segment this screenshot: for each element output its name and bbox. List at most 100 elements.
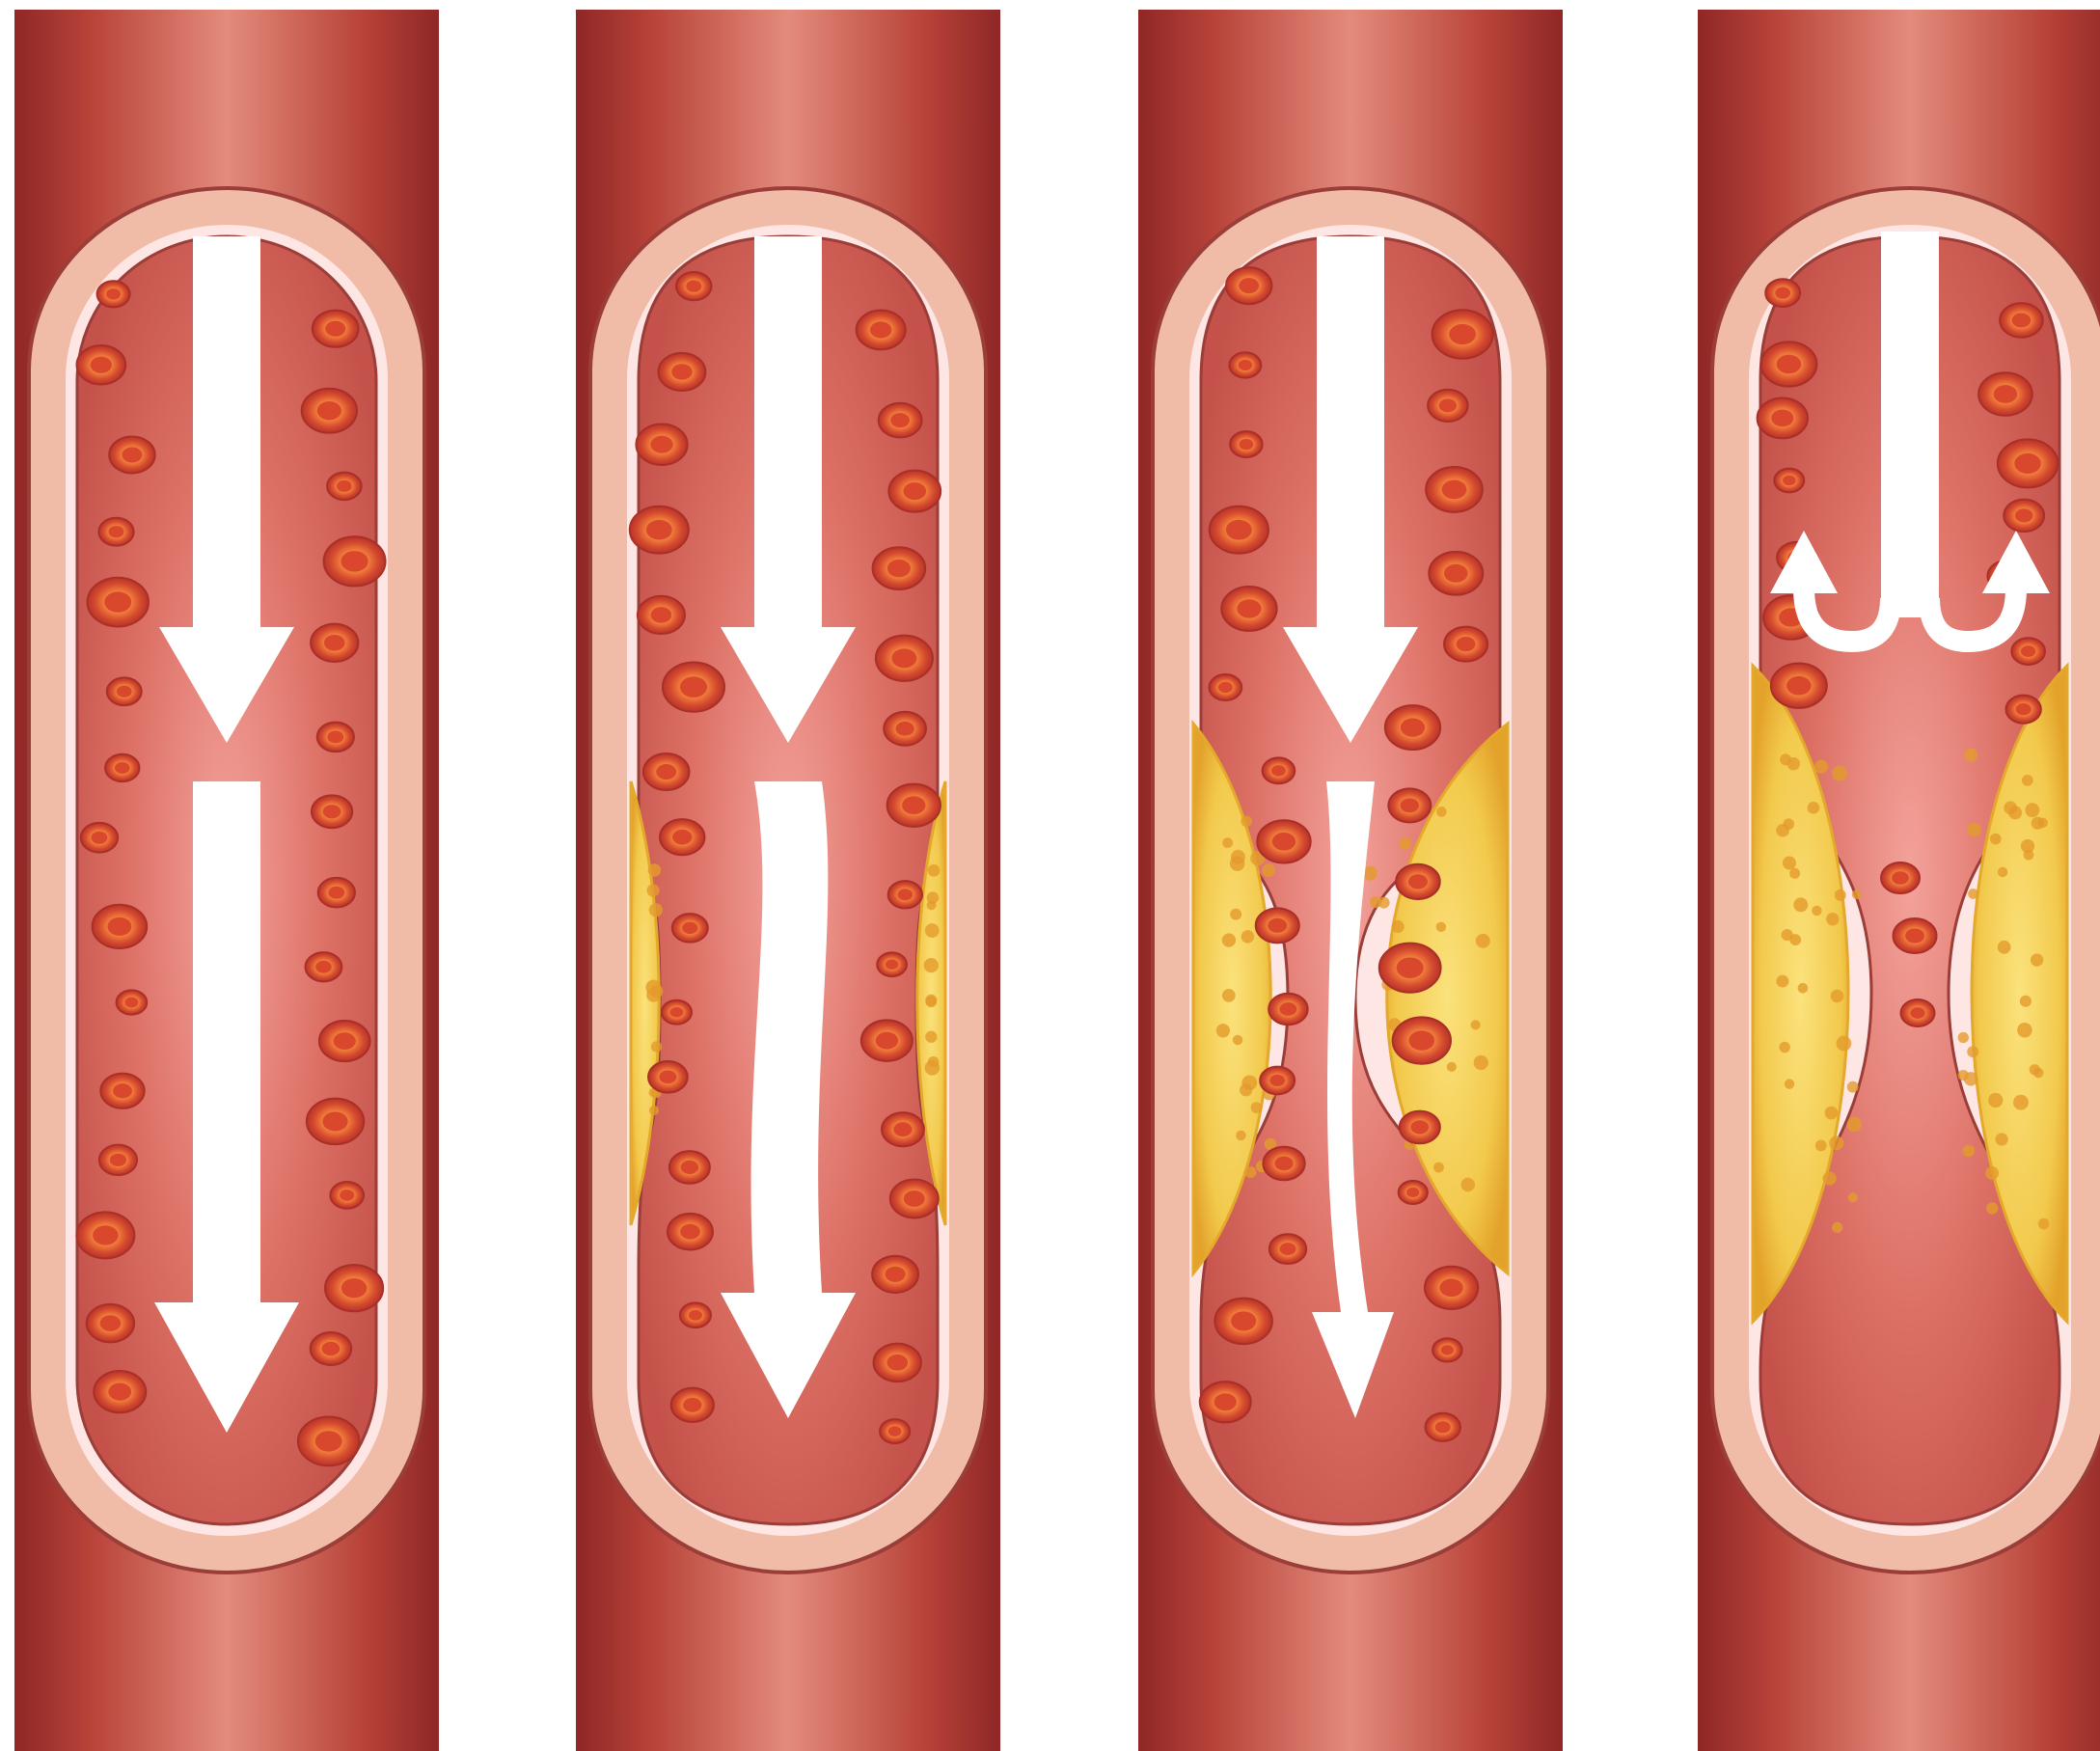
red-blood-cell-icon — [311, 1332, 352, 1365]
red-blood-cell-icon — [1385, 705, 1440, 750]
red-blood-cell-icon — [1426, 467, 1483, 512]
red-blood-cell-icon — [669, 1151, 710, 1184]
red-blood-cell-icon — [105, 754, 139, 781]
red-blood-cell-icon — [1432, 1338, 1461, 1361]
red-blood-cell-icon — [662, 1000, 692, 1025]
red-blood-cell-icon — [1210, 506, 1268, 554]
red-blood-cell-icon — [1269, 1234, 1306, 1264]
red-blood-cell-icon — [1400, 1111, 1440, 1144]
artery-stage-3 — [1138, 10, 1563, 1751]
red-blood-cell-icon — [298, 1417, 359, 1466]
red-blood-cell-icon — [76, 1212, 134, 1258]
red-blood-cell-icon — [98, 518, 133, 546]
red-blood-cell-icon — [672, 914, 708, 943]
red-blood-cell-icon — [638, 596, 685, 634]
red-blood-cell-icon — [1771, 664, 1827, 708]
red-blood-cell-icon — [1765, 279, 1800, 307]
artery-stage-2 — [576, 10, 1000, 1751]
red-blood-cell-icon — [873, 547, 926, 589]
red-blood-cell-icon — [311, 624, 358, 662]
red-blood-cell-icon — [1881, 862, 1920, 893]
red-blood-cell-icon — [107, 677, 142, 705]
red-blood-cell-icon — [882, 1112, 924, 1146]
red-blood-cell-icon — [874, 1344, 921, 1382]
red-blood-cell-icon — [1226, 267, 1271, 304]
red-blood-cell-icon — [100, 1074, 144, 1108]
red-blood-cell-icon — [318, 878, 355, 908]
red-blood-cell-icon — [1214, 1299, 1271, 1345]
red-blood-cell-icon — [1758, 397, 1808, 438]
red-blood-cell-icon — [857, 311, 906, 350]
red-blood-cell-icon — [88, 578, 149, 627]
red-blood-cell-icon — [658, 353, 705, 391]
red-blood-cell-icon — [99, 1145, 137, 1175]
red-blood-cell-icon — [884, 712, 926, 746]
red-blood-cell-icon — [325, 1265, 383, 1311]
red-blood-cell-icon — [1432, 310, 1493, 358]
red-blood-cell-icon — [1901, 999, 1935, 1026]
red-blood-cell-icon — [93, 905, 148, 948]
red-blood-cell-icon — [2000, 303, 2042, 338]
red-blood-cell-icon — [1426, 1413, 1460, 1441]
red-blood-cell-icon — [77, 345, 126, 385]
red-blood-cell-icon — [676, 272, 712, 300]
red-blood-cell-icon — [307, 1099, 364, 1144]
red-blood-cell-icon — [317, 723, 354, 752]
red-blood-cell-icon — [680, 1302, 711, 1327]
red-blood-cell-icon — [1774, 469, 1804, 493]
red-blood-cell-icon — [880, 1419, 910, 1443]
red-blood-cell-icon — [888, 471, 941, 512]
red-blood-cell-icon — [1263, 757, 1295, 783]
red-blood-cell-icon — [1428, 390, 1468, 422]
red-blood-cell-icon — [1256, 908, 1299, 943]
red-blood-cell-icon — [1263, 1147, 1304, 1181]
red-blood-cell-icon — [87, 1304, 134, 1343]
artery-stage-1 — [14, 10, 439, 1751]
red-blood-cell-icon — [668, 1214, 713, 1250]
artery-stage-4 — [1698, 10, 2100, 1751]
red-blood-cell-icon — [324, 536, 386, 586]
red-blood-cell-icon — [888, 881, 922, 908]
red-blood-cell-icon — [109, 437, 154, 474]
red-blood-cell-icon — [1978, 372, 2032, 415]
red-blood-cell-icon — [1761, 342, 1817, 386]
red-blood-cell-icon — [630, 506, 689, 554]
red-blood-cell-icon — [1229, 352, 1261, 377]
red-blood-cell-icon — [876, 636, 933, 681]
red-blood-cell-icon — [660, 819, 704, 855]
red-blood-cell-icon — [648, 1061, 688, 1093]
red-blood-cell-icon — [1260, 1067, 1295, 1095]
red-blood-cell-icon — [1221, 587, 1276, 631]
red-blood-cell-icon — [81, 823, 118, 853]
red-blood-cell-icon — [1393, 1017, 1451, 1063]
red-blood-cell-icon — [306, 952, 342, 981]
red-blood-cell-icon — [319, 1021, 370, 1061]
red-blood-cell-icon — [879, 403, 922, 438]
red-blood-cell-icon — [1209, 674, 1241, 700]
red-blood-cell-icon — [890, 1180, 939, 1218]
red-blood-cell-icon — [1257, 820, 1310, 862]
red-blood-cell-icon — [1200, 1382, 1251, 1422]
red-blood-cell-icon — [302, 389, 357, 433]
red-blood-cell-icon — [643, 753, 690, 790]
red-blood-cell-icon — [1894, 918, 1937, 953]
red-blood-cell-icon — [1429, 552, 1483, 595]
red-blood-cell-icon — [861, 1020, 913, 1060]
red-blood-cell-icon — [94, 1371, 146, 1412]
red-blood-cell-icon — [2004, 500, 2044, 533]
red-blood-cell-icon — [1444, 627, 1487, 662]
red-blood-cell-icon — [887, 784, 941, 827]
red-blood-cell-icon — [1230, 431, 1263, 457]
red-blood-cell-icon — [97, 281, 130, 307]
red-blood-cell-icon — [330, 1182, 364, 1209]
red-blood-cell-icon — [663, 663, 724, 712]
red-blood-cell-icon — [312, 795, 352, 828]
red-blood-cell-icon — [636, 424, 687, 465]
red-blood-cell-icon — [671, 1388, 714, 1422]
red-blood-cell-icon — [1425, 1267, 1478, 1309]
red-blood-cell-icon — [327, 473, 362, 500]
red-blood-cell-icon — [2011, 638, 2045, 665]
red-blood-cell-icon — [877, 952, 907, 976]
red-blood-cell-icon — [2005, 696, 2040, 724]
